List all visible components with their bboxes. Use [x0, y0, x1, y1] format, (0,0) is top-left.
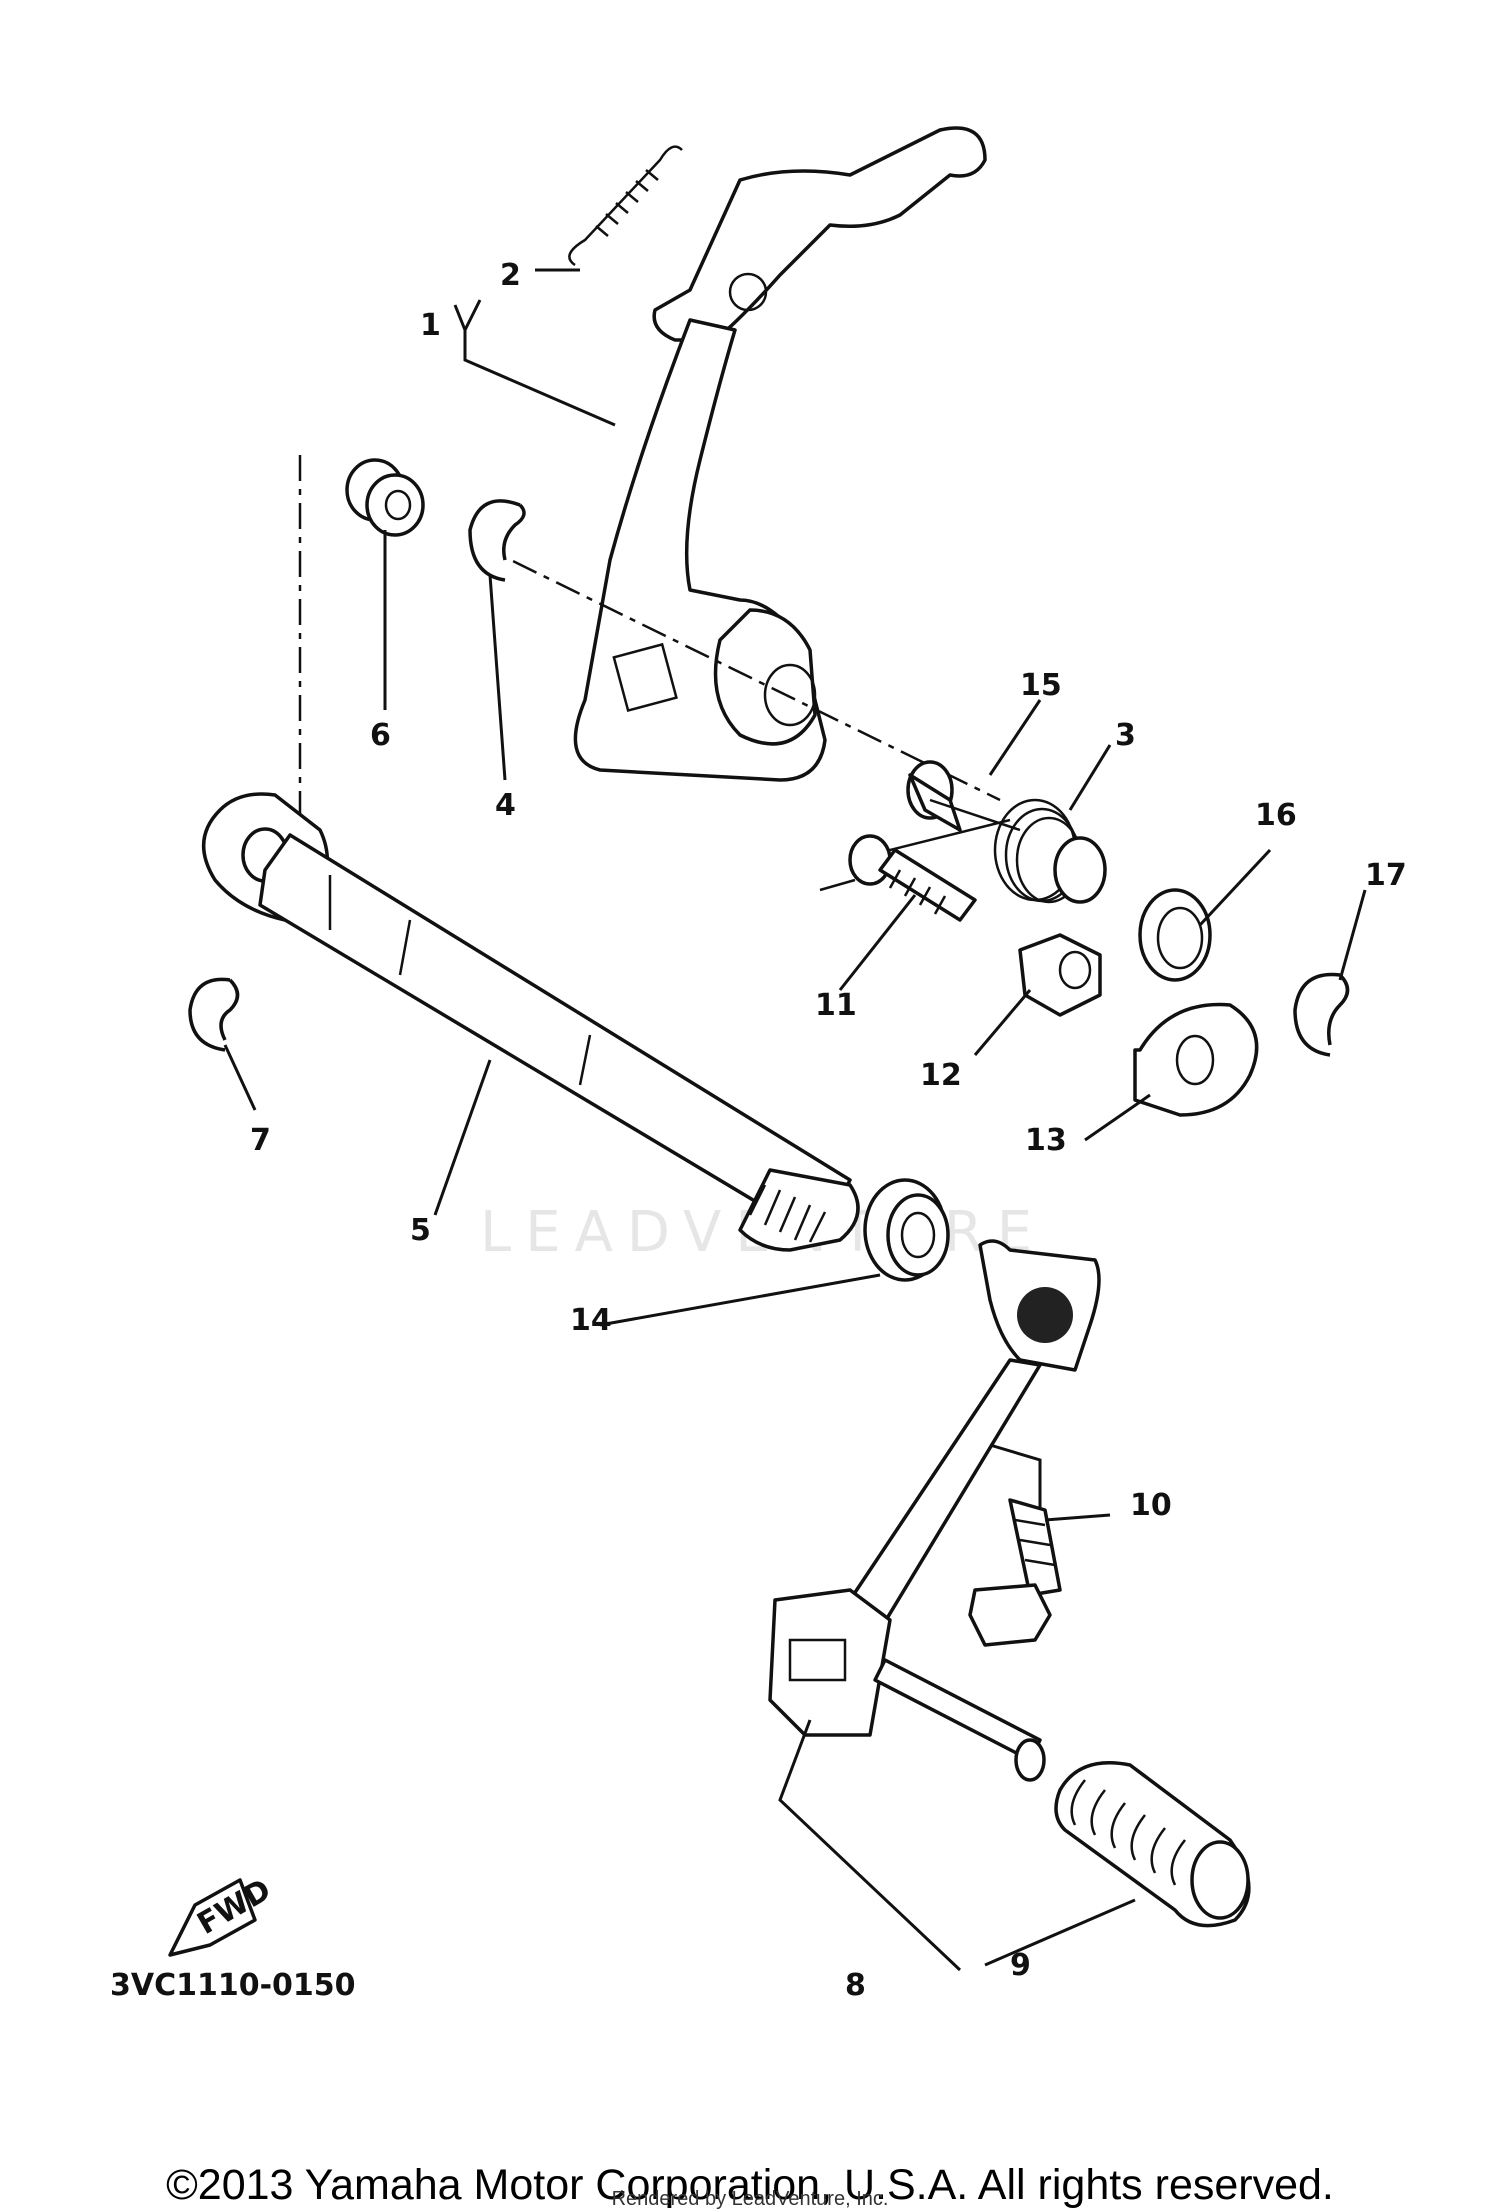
part-4-circlip: [468, 499, 526, 582]
part-13-plate: [1133, 1002, 1259, 1117]
callout-10: 10: [1130, 1488, 1172, 1523]
fwd-arrow-icon: [168, 1878, 257, 1957]
callout-1: 1: [420, 308, 441, 343]
part-1-shift-arm: [573, 126, 987, 782]
callout-3: 3: [1115, 718, 1136, 753]
callout-17: 17: [1365, 858, 1407, 893]
part-11-stopper-bolt: [819, 834, 977, 922]
callout-15: 15: [1020, 668, 1062, 703]
callout-11: 11: [815, 988, 857, 1023]
callout-12: 12: [920, 1058, 962, 1093]
part-12-nut: [1018, 933, 1102, 1017]
callout-numbers: 1 2 3 4 5 6 7 8 9 10 11 12 13 14 15 16 1…: [110, 258, 1407, 2003]
part-17-circlip: [1293, 972, 1350, 1057]
part-14-oil-seal: [863, 1178, 950, 1282]
callout-5: 5: [410, 1213, 431, 1248]
part-15-collar: [906, 760, 962, 832]
part-10-bolt: [968, 1498, 1062, 1647]
callout-14: 14: [570, 1303, 612, 1338]
callout-6: 6: [370, 718, 391, 753]
copyright-notice: ©2013 Yamaha Motor Corporation, U.S.A. A…: [166, 2161, 1334, 2209]
part-9-pedal-rubber: [1054, 1761, 1251, 1928]
part-2-spring: [568, 145, 683, 267]
callout-2: 2: [500, 258, 521, 293]
callout-4: 4: [495, 788, 516, 823]
part-6-collar: [345, 458, 425, 537]
callout-16: 16: [1255, 798, 1297, 833]
part-3-torsion-spring: [869, 798, 1107, 904]
callout-9: 9: [1010, 1948, 1031, 1983]
callout-13: 13: [1025, 1123, 1067, 1158]
callout-8: 8: [845, 1968, 866, 2003]
part-8-shift-pedal: [768, 1239, 1101, 1782]
leader-lines: [223, 268, 1367, 1972]
figure-code: 3VC1110-0150: [110, 1968, 356, 2003]
part-5-shift-shaft: [202, 792, 860, 1252]
callout-7: 7: [250, 1123, 271, 1158]
part-16-washer: [1138, 888, 1212, 982]
rendered-by-notice: Rendered by LeadVenture, Inc.: [611, 2188, 889, 2210]
part-7-circlip: [188, 977, 240, 1052]
